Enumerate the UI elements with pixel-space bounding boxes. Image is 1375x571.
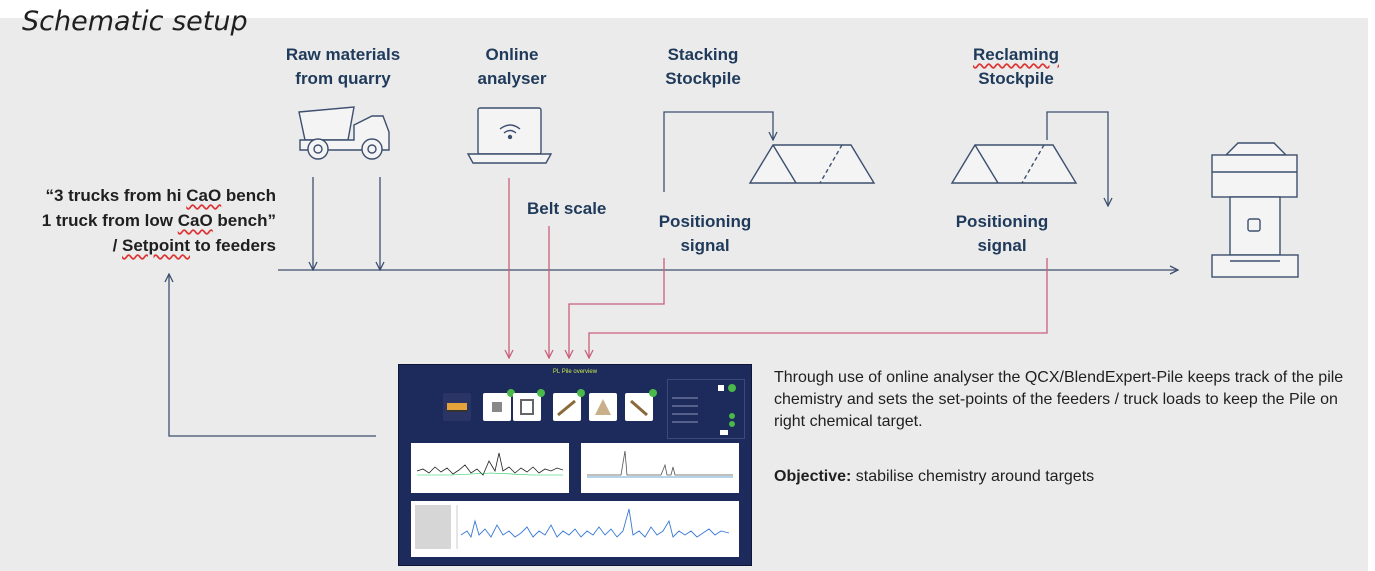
stacking-stockpile-icon: [748, 144, 876, 184]
note-line-3: / Setpoint to feeders: [0, 233, 276, 258]
page-title: Schematic setup: [22, 6, 248, 37]
stacking-position-signal-line: [569, 258, 665, 358]
pile-overview-dashboard: PL Pile overview: [398, 364, 752, 566]
note-line3-suffix: to feeders: [190, 236, 276, 255]
note-line-1: “3 trucks from hi CaO bench: [0, 183, 276, 208]
analyser-icon: [492, 402, 502, 412]
note-line-2: 1 truck from low CaO bench”: [0, 208, 276, 233]
reclaming-stockpile-icon: [950, 144, 1078, 184]
label-reclaming-stockpile: Reclaming Stockpile: [957, 43, 1075, 91]
label-online-analyser: Online analyser: [462, 43, 562, 91]
note-line2-suffix: bench”: [212, 211, 276, 230]
label-reclaming-line1: Reclaming: [973, 45, 1059, 64]
label-positioning-signal-reclaming: Positioning signal: [937, 210, 1067, 258]
label-positioning-signal-stacking: Positioning signal: [640, 210, 770, 258]
dashboard-plot-2: [581, 443, 739, 493]
objective-text: stabilise chemistry around targets: [851, 468, 1095, 485]
reclaim-position-signal-line: [589, 258, 1048, 358]
truck-setpoint-note: “3 trucks from hi CaO bench 1 truck from…: [0, 183, 276, 258]
dashboard-status-panel: [667, 379, 745, 439]
objective-label: Objective:: [774, 468, 852, 485]
note-line3-prefix: /: [112, 236, 123, 255]
reclaim-output-arrow: [1046, 111, 1108, 206]
dashboard-title: PL Pile overview: [552, 369, 598, 375]
stacking-feed-arrow: [663, 111, 773, 192]
note-line1-prefix: “3 trucks from hi: [45, 186, 187, 205]
dashboard-tile-4: [553, 389, 585, 421]
description-paragraph: Through use of online analyser the QCX/B…: [774, 369, 1344, 430]
note-line3-setpoint: Setpoint: [122, 236, 191, 255]
label-positioning-2-line1: Positioning: [955, 212, 1049, 231]
plot-2-graphic: [587, 450, 733, 478]
truck-icon: [447, 403, 467, 412]
status-indicators: [672, 384, 736, 435]
note-line1-suffix: bench: [221, 186, 276, 205]
label-positioning-1-line2: signal: [680, 236, 730, 255]
laptop-wifi-icon: [466, 107, 553, 164]
dashboard-plot-3: [411, 501, 739, 557]
label-belt-scale: Belt scale: [527, 199, 607, 218]
dashboard-tile-5: [589, 393, 617, 421]
label-positioning-1-line1: Positioning: [658, 212, 752, 231]
label-reclaming-line2: Stockpile: [978, 69, 1054, 88]
label-stacking-line2: Stockpile: [665, 69, 741, 88]
dashboard-tile-3: [513, 389, 545, 421]
label-stacking-stockpile: Stacking Stockpile: [648, 43, 758, 91]
note-line2-cao: CaO: [177, 211, 213, 230]
setpoint-feedback-arrow: [169, 274, 376, 437]
objective-line: Objective: stabilise chemistry around ta…: [774, 468, 1094, 486]
sampler-icon: [520, 399, 534, 415]
dashboard-tile-6: [625, 389, 657, 421]
plot-1-graphic: [416, 452, 564, 476]
reclaimer-icon: [630, 399, 648, 417]
label-online-analyser-line1: Online: [485, 45, 539, 64]
stacker-icon: [557, 399, 576, 417]
label-raw-materials: Raw materials from quarry: [268, 43, 418, 91]
label-raw-materials-line1: Raw materials: [285, 45, 401, 64]
note-line1-cao: CaO: [186, 186, 222, 205]
dashboard-tile-2: [483, 389, 515, 421]
dashboard-tile-1: [443, 393, 471, 421]
note-line2-prefix: 1 truck from low: [41, 211, 178, 230]
label-raw-materials-line2: from quarry: [295, 69, 391, 88]
description-text: Through use of online analyser the QCX/B…: [774, 367, 1354, 433]
pile-icon: [595, 399, 611, 415]
label-online-analyser-line2: analyser: [477, 69, 547, 88]
label-stacking-line1: Stacking: [667, 45, 739, 64]
label-positioning-2-line2: signal: [977, 236, 1027, 255]
kiln-feeder-icon: [1211, 142, 1299, 278]
dashboard-plot-1: [411, 443, 569, 493]
dump-truck-icon: [298, 106, 390, 160]
plot-3-graphic: [415, 505, 730, 549]
